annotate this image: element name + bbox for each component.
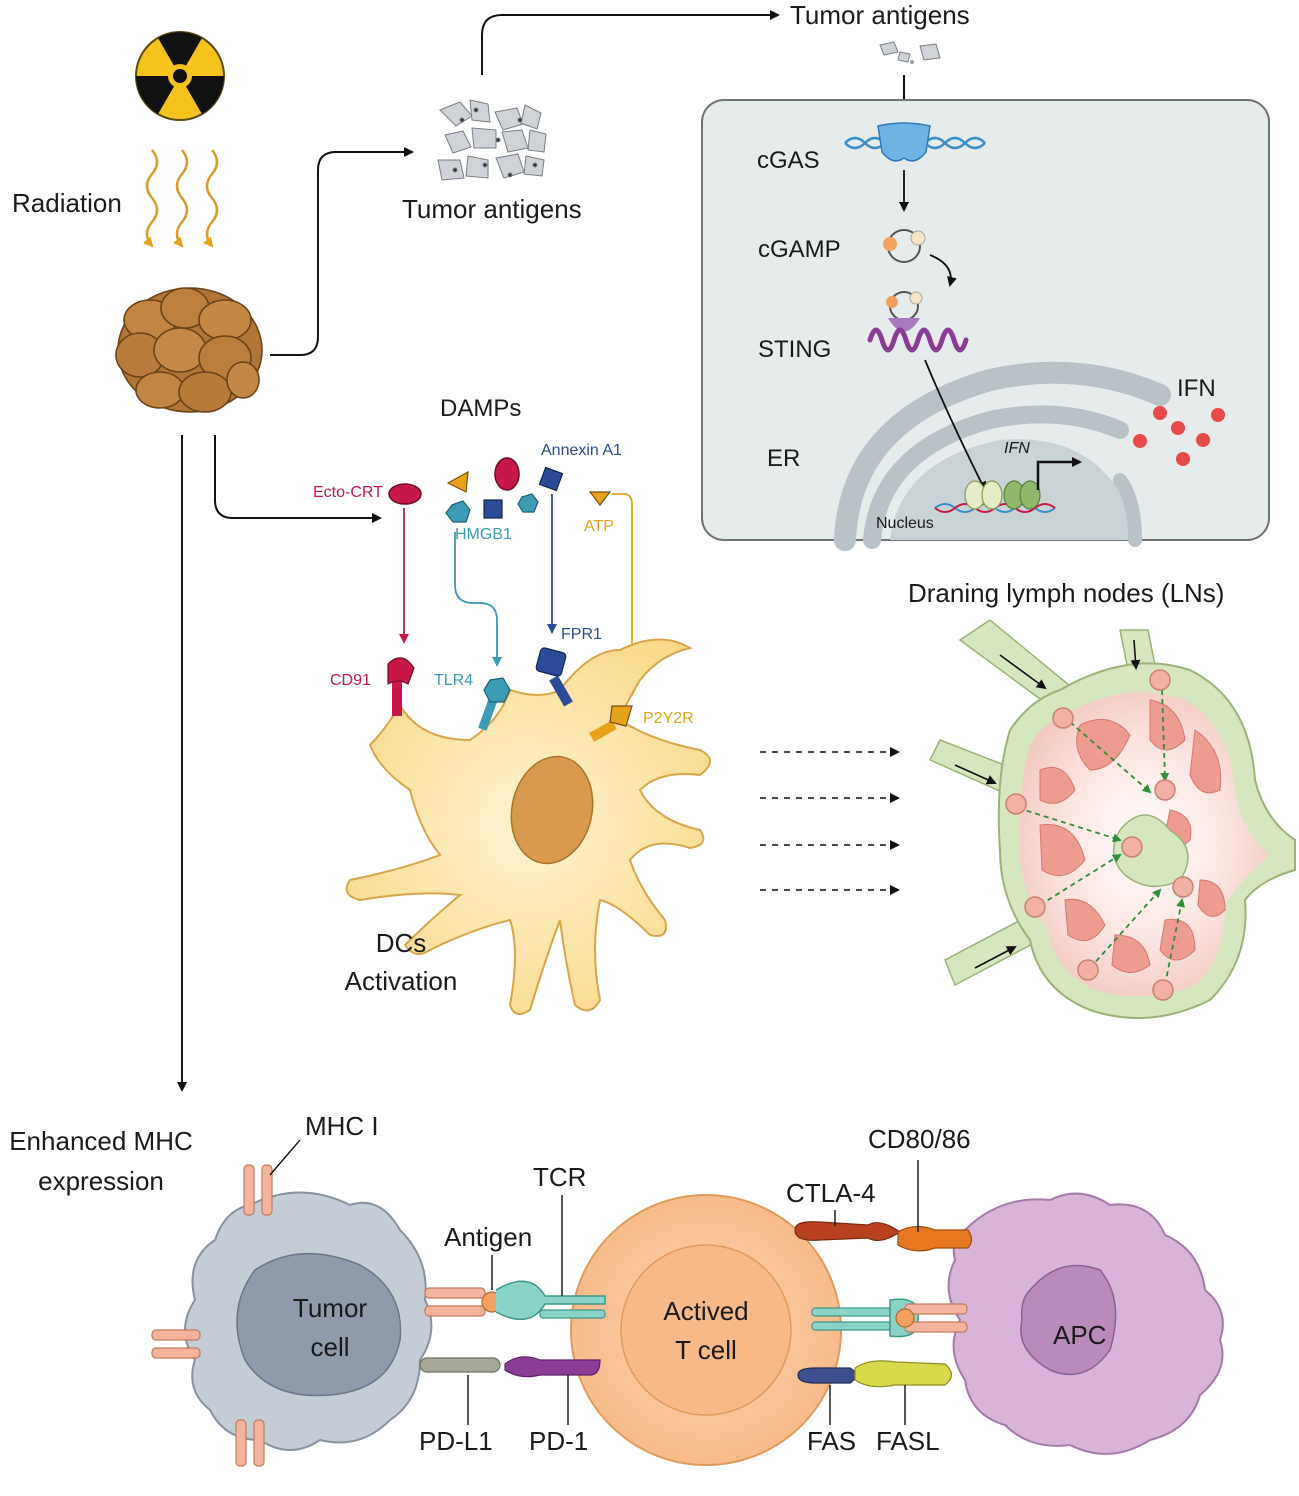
p2y2r-receptor (589, 705, 633, 742)
cgas-label: cGAS (757, 147, 820, 174)
cd91-label: CD91 (330, 672, 371, 689)
lymph-node (928, 619, 1296, 1019)
tumor-antigens-label-top: Tumor antigens (790, 0, 970, 30)
tcr-label: TCR (533, 1162, 587, 1192)
nucleus-label: Nucleus (876, 515, 934, 532)
sting-protein (867, 291, 969, 353)
tlr4-label: TLR4 (434, 672, 474, 689)
radiation-icon (135, 31, 225, 121)
antigen-label: Antigen (444, 1222, 533, 1252)
atp-label: ATP (584, 518, 614, 535)
tumor-cell-label-line2: cell (310, 1332, 350, 1362)
migration-arrows (760, 747, 900, 895)
dcs-label-line1: DCs (375, 928, 427, 958)
leader-lines (269, 1139, 919, 1425)
ecto-crt-label: Ecto-CRT (313, 484, 383, 501)
dendritic-cell (345, 638, 711, 1015)
ifn-dots (1133, 406, 1225, 466)
mhc-i-label: MHC I (305, 1111, 379, 1141)
fpr1-label: FPR1 (561, 626, 602, 643)
p2y2r-label: P2Y2R (643, 710, 694, 727)
top-antigen-fragments (879, 41, 941, 64)
radiation-waves (143, 149, 219, 248)
lymph-nodes-label: Draning lymph nodes (LNs) (908, 578, 1225, 608)
tlr4-receptor (478, 677, 511, 731)
cgas-sting-panel (701, 99, 1270, 551)
ifn-label: IFN (1177, 375, 1216, 402)
tumor-cell-label-line1: Tumor (292, 1293, 368, 1323)
damp-arrows (399, 493, 637, 697)
fas-label: FAS (807, 1426, 857, 1456)
ifn-gene-label: IFN (1004, 440, 1030, 457)
pdl1-label: PD-L1 (419, 1426, 493, 1456)
fpr1-receptor (535, 647, 573, 707)
annexin-a1-label: Annexin A1 (541, 442, 622, 459)
cgamp-label: cGAMP (758, 236, 841, 263)
enhanced-mhc-label-line2: expression (38, 1166, 164, 1196)
damps-molecules (388, 457, 612, 523)
sting-label: STING (758, 336, 832, 363)
cd80-86-label: CD80/86 (868, 1124, 971, 1154)
hmgb1-label: HMGB1 (455, 526, 512, 543)
cd91-receptor (387, 657, 415, 716)
radiation-label: Radiation (12, 188, 122, 218)
tumor-antigen-debris (437, 99, 547, 181)
pd1-label: PD-1 (529, 1426, 589, 1456)
flow-arrows (177, 10, 909, 1092)
tcell-label-line2: T cell (675, 1335, 737, 1365)
t-cell (495, 1194, 919, 1466)
ctla4-label: CTLA-4 (786, 1178, 876, 1208)
enhanced-mhc-label-line1: Enhanced MHC (9, 1126, 193, 1156)
damps-label: DAMPs (440, 395, 522, 422)
tcell-label-line1: Actived (663, 1296, 749, 1326)
dcs-label-line2: Activation (344, 966, 458, 996)
tumor-mass (115, 287, 263, 413)
tumor-antigens-label-mid: Tumor antigens (402, 194, 582, 224)
er-label: ER (767, 445, 801, 472)
apc-label: APC (1053, 1320, 1107, 1350)
tumor-cell (151, 1164, 503, 1467)
fasl-label: FASL (876, 1426, 940, 1456)
apc-cell (854, 1192, 1224, 1455)
cgamp-molecule (883, 229, 926, 263)
